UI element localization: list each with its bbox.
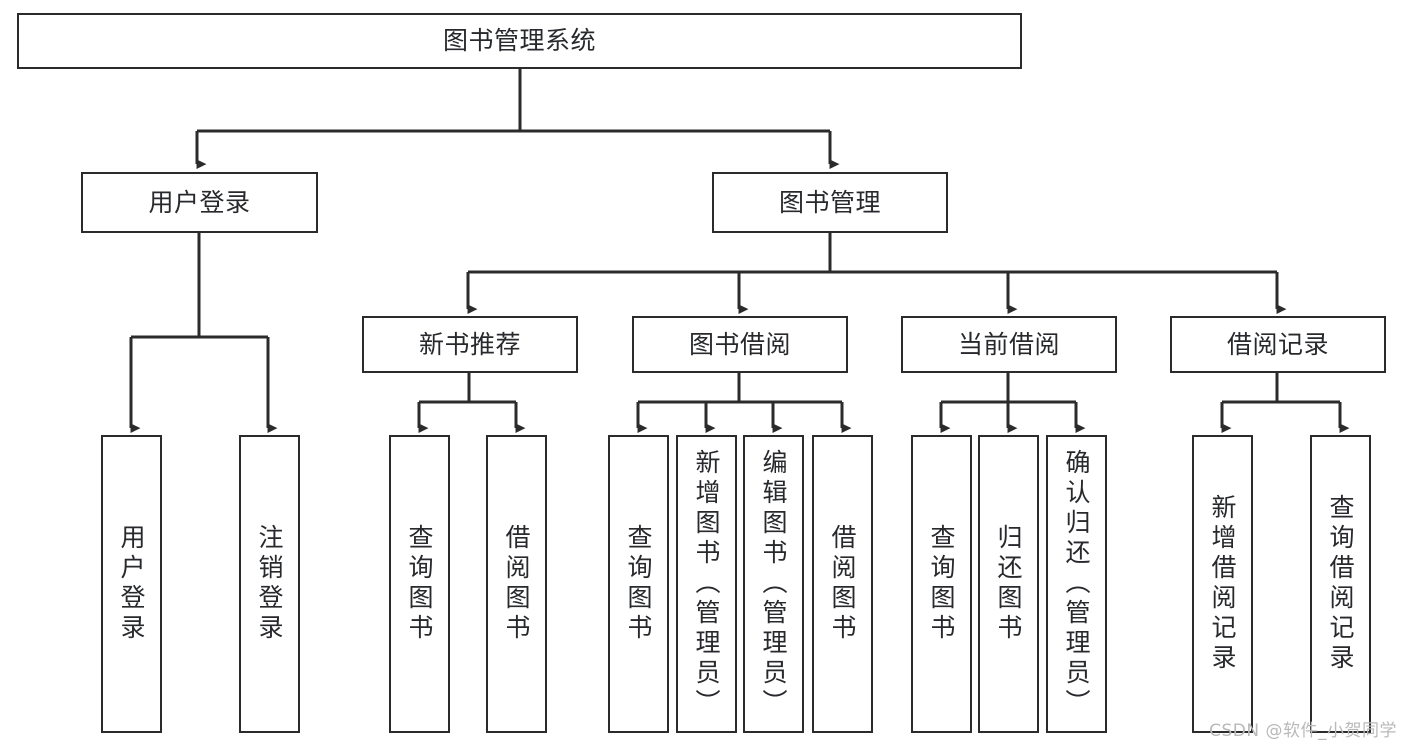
node-book-borrow[interactable]: 图书借阅 [632,316,848,373]
node-new-book-recommend[interactable]: 新书推荐 [362,316,578,373]
node-label: 图书管理 [778,187,881,217]
node-label: 查询图书 [624,524,653,644]
node-label: 用户登录 [117,524,146,644]
node-label: 查询借阅记录 [1326,494,1355,674]
leaf-recommend-borrow-book[interactable]: 借阅图书 [486,435,547,733]
leaf-user-login-login[interactable]: 用户登录 [101,435,162,733]
node-label: 确认归还（管理员） [1062,449,1091,719]
node-label: 借阅记录 [1226,329,1329,359]
leaf-current-query-book[interactable]: 查询图书 [911,435,972,733]
node-label: 新增借阅记录 [1208,494,1237,674]
node-label: 借阅图书 [828,524,857,644]
node-book-management[interactable]: 图书管理 [712,172,948,233]
leaf-user-login-logout[interactable]: 注销登录 [239,435,300,733]
leaf-record-add-record[interactable]: 新增借阅记录 [1192,435,1253,733]
node-label: 归还图书 [994,524,1023,644]
leaf-recommend-query-book[interactable]: 查询图书 [389,435,450,733]
leaf-borrow-edit-book-admin[interactable]: 编辑图书（管理员） [743,435,804,733]
leaf-record-query-record[interactable]: 查询借阅记录 [1310,435,1371,733]
node-label: 图书借阅 [688,329,791,359]
leaf-borrow-query-book[interactable]: 查询图书 [608,435,669,733]
node-label: 用户登录 [148,187,251,217]
node-label: 当前借阅 [957,329,1060,359]
leaf-current-return-book[interactable]: 归还图书 [978,435,1039,733]
node-root-system[interactable]: 图书管理系统 [17,13,1022,69]
node-label: 新书推荐 [418,329,521,359]
leaf-borrow-add-book-admin[interactable]: 新增图书（管理员） [676,435,737,733]
node-label: 图书管理系统 [442,26,596,55]
node-borrow-record[interactable]: 借阅记录 [1170,316,1386,373]
node-label: 借阅图书 [502,524,531,644]
node-current-borrow[interactable]: 当前借阅 [901,316,1117,373]
node-label: 查询图书 [405,524,434,644]
node-user-login[interactable]: 用户登录 [81,172,318,233]
node-label: 编辑图书（管理员） [759,449,788,719]
csdn-watermark: CSDN @软件_小贺同学 [1209,721,1397,741]
leaf-borrow-borrow-book[interactable]: 借阅图书 [812,435,873,733]
node-label: 新增图书（管理员） [692,449,721,719]
node-label: 注销登录 [255,524,284,644]
node-label: 查询图书 [927,524,956,644]
leaf-current-confirm-return-admin[interactable]: 确认归还（管理员） [1046,435,1107,733]
